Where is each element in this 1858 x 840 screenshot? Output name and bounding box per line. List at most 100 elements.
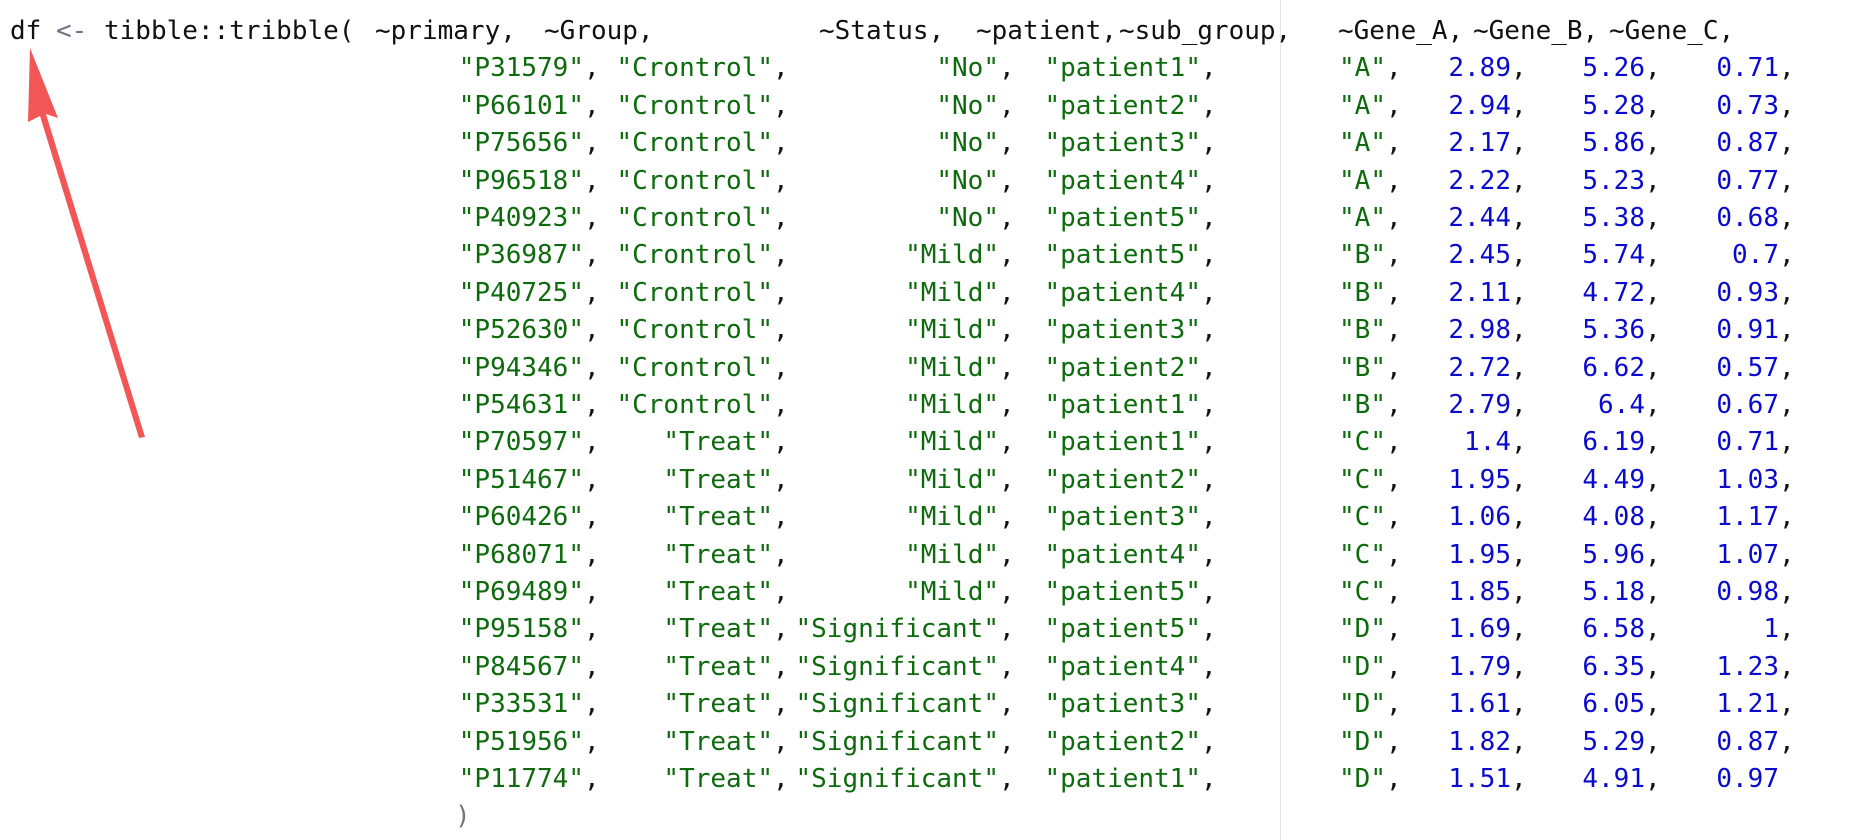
cell-value: "patient3"	[1044, 689, 1201, 720]
cell-value: "patient5"	[1044, 240, 1201, 271]
comma: ,	[1645, 315, 1661, 346]
comma: ,	[584, 277, 600, 308]
cell-value: 2.22	[1448, 165, 1511, 196]
comma: ,	[999, 427, 1015, 458]
comma: ,	[1511, 539, 1527, 570]
cell-value: "D"	[1339, 614, 1386, 645]
cell-value: "Crontrol"	[616, 352, 773, 383]
comma: ,	[584, 464, 600, 495]
cell-value: "patient4"	[1044, 651, 1201, 682]
comma: ,	[773, 502, 789, 533]
column-header: ~Gene_C,	[1609, 16, 1735, 46]
comma: ,	[1386, 539, 1402, 570]
cell-value: 5.96	[1582, 539, 1645, 570]
cell-value: 5.28	[1582, 90, 1645, 121]
comma: ,	[1645, 352, 1661, 383]
closing-paren: )	[455, 801, 471, 832]
cell-value: "P33531"	[458, 689, 584, 720]
cell-value: 1.85	[1448, 577, 1511, 607]
comma: ,	[773, 277, 789, 308]
cell-value: "Treat"	[663, 614, 773, 645]
cell-value: "B"	[1339, 240, 1386, 271]
cell-value: 1.17	[1716, 502, 1779, 533]
comma: ,	[584, 502, 600, 533]
cell-value: 4.49	[1582, 464, 1645, 495]
cell-value: 1.51	[1448, 764, 1511, 794]
comma: ,	[1779, 689, 1795, 720]
comma: ,	[773, 651, 789, 682]
cell-value: "patient5"	[1044, 203, 1201, 233]
cell-value: 5.74	[1582, 240, 1645, 271]
comma: ,	[1511, 390, 1527, 420]
comma: ,	[999, 764, 1015, 794]
cell-value: 1.03	[1716, 464, 1779, 495]
comma: ,	[773, 165, 789, 196]
cell-value: 1.79	[1448, 651, 1511, 682]
cell-value: "Crontrol"	[616, 390, 773, 420]
comma: ,	[1386, 315, 1402, 346]
comma: ,	[999, 464, 1015, 495]
cell-value: "D"	[1339, 726, 1386, 757]
cell-value: "Crontrol"	[616, 128, 773, 159]
cell-value: "A"	[1339, 128, 1386, 159]
comma: ,	[999, 651, 1015, 682]
comma: ,	[1645, 651, 1661, 682]
comma: ,	[1645, 726, 1661, 757]
comma: ,	[1201, 427, 1217, 458]
comma: ,	[1386, 90, 1402, 121]
cell-value: "B"	[1339, 277, 1386, 308]
code-line-row: "P51467","Treat","Mild","patient2","C",1…	[0, 462, 1858, 499]
comma: ,	[1201, 502, 1217, 533]
comma: ,	[584, 390, 600, 420]
comma: ,	[1645, 427, 1661, 458]
comma: ,	[1645, 240, 1661, 271]
cell-value: 1.95	[1448, 539, 1511, 570]
comma: ,	[1779, 502, 1795, 533]
comma: ,	[1511, 427, 1527, 458]
assign-operator: <-	[56, 16, 88, 46]
cell-value: "patient1"	[1044, 427, 1201, 458]
cell-value: "Significant"	[795, 614, 1000, 645]
cell-value: "Significant"	[795, 651, 1000, 682]
comma: ,	[1645, 90, 1661, 121]
cell-value: "A"	[1339, 203, 1386, 233]
comma: ,	[1779, 390, 1795, 420]
cell-value: 1.61	[1448, 689, 1511, 720]
code-line-header: df<-tibble::tribble(~primary,~Group,~Sta…	[0, 13, 1858, 50]
comma: ,	[999, 203, 1015, 233]
cell-value: 5.29	[1582, 726, 1645, 757]
comma: ,	[1645, 165, 1661, 196]
comma: ,	[1386, 464, 1402, 495]
comma: ,	[1201, 128, 1217, 159]
cell-value: 4.91	[1582, 764, 1645, 794]
comma: ,	[1201, 352, 1217, 383]
comma: ,	[1511, 315, 1527, 346]
comma: ,	[1779, 53, 1795, 84]
cell-value: "Mild"	[905, 352, 999, 383]
column-header: ~Status,	[819, 16, 945, 46]
comma: ,	[999, 165, 1015, 196]
cell-value: "P69489"	[458, 577, 584, 607]
cell-value: 0.57	[1716, 352, 1779, 383]
comma: ,	[1386, 128, 1402, 159]
comma: ,	[999, 614, 1015, 645]
cell-value: "Treat"	[663, 577, 773, 607]
comma: ,	[1779, 240, 1795, 271]
cell-value: "P54631"	[458, 390, 584, 420]
cell-value: 5.26	[1582, 53, 1645, 84]
cell-value: 0.98	[1716, 577, 1779, 607]
comma: ,	[1386, 651, 1402, 682]
code-line-row: "P36987","Crontrol","Mild","patient5","B…	[0, 237, 1858, 274]
code-line-row: "P75656","Crontrol","No","patient3","A",…	[0, 125, 1858, 162]
comma: ,	[1511, 53, 1527, 84]
comma: ,	[584, 203, 600, 233]
cell-value: "D"	[1339, 764, 1386, 794]
comma: ,	[773, 464, 789, 495]
cell-value: "P84567"	[458, 651, 584, 682]
comma: ,	[1511, 90, 1527, 121]
comma: ,	[1645, 764, 1661, 794]
comma: ,	[1386, 53, 1402, 84]
cell-value: "P70597"	[458, 427, 584, 458]
red-arrow-annotation	[28, 48, 145, 438]
comma: ,	[1201, 577, 1217, 607]
